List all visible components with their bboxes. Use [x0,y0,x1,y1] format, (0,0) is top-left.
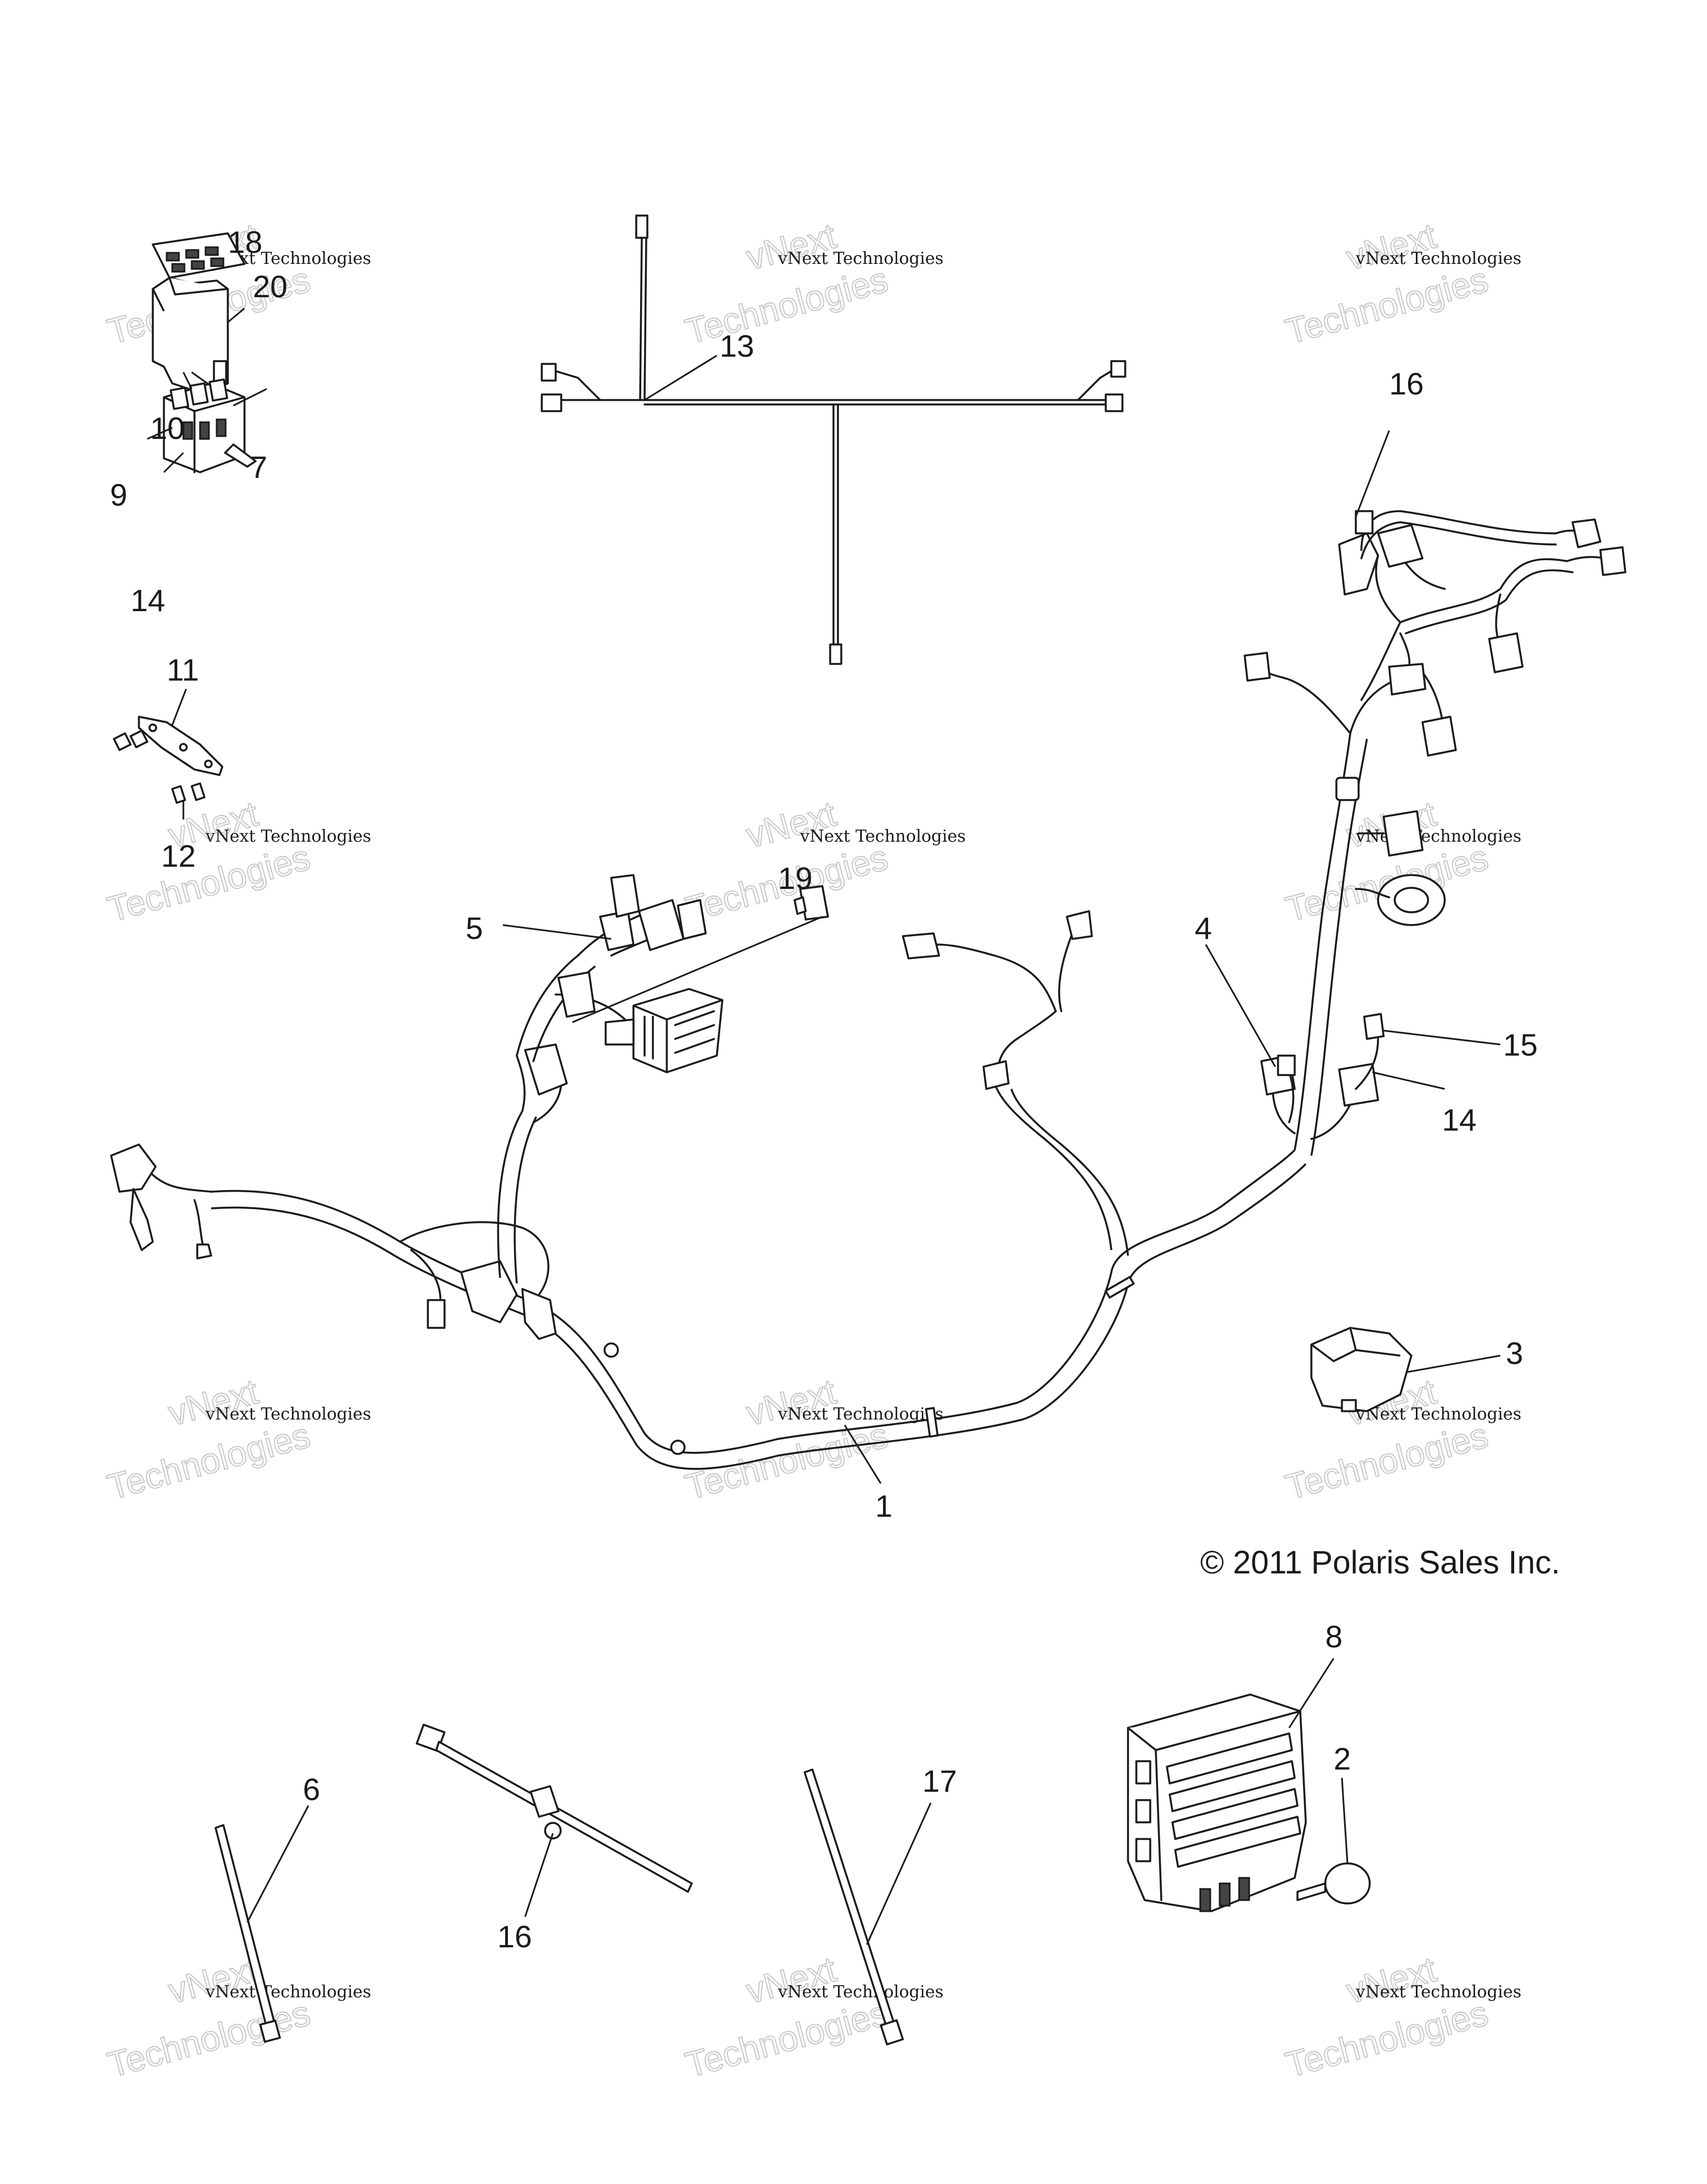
watermark: vNext Technologies [103,1371,315,1508]
callout-1: 1 [875,1488,892,1523]
watermark-brand-bottom: Technologies [681,1993,892,2085]
watermark-brand-bottom: Technologies [681,259,892,352]
watermark-text: vNext Technologies [205,1405,371,1424]
watermark: vNext Technologies [681,1948,892,2086]
callout-11: 11 [167,652,199,687]
callout-10: 10 [150,411,184,446]
callout-12: 12 [161,838,196,873]
watermark: vNext Technologies [1281,1948,1493,2086]
relay-fuse-block [147,371,267,473]
watermark: vNext Technologies [681,215,892,352]
watermark-brand-top: vNext [742,1371,840,1433]
main-harness [110,510,1626,1470]
fuse-clip [572,885,829,1023]
bracket-with-clips [113,688,223,819]
watermark: vNext Technologies [103,1948,315,2086]
callout-4: 4 [1195,911,1212,946]
callout-14: 14 [1442,1102,1476,1137]
watermark-text: vNext Technologies [205,1982,371,2002]
watermark: vNext Technologies [681,1371,892,1508]
watermark-brand-top: vNext [742,793,840,856]
watermark-brand-top: vNext [164,1371,262,1433]
watermark-brand-top: vNext [742,1949,840,2011]
watermark-brand-bottom: Technologies [1281,1993,1492,2085]
fuse-box-cover [152,232,246,393]
watermark-brand-top: vNext [1342,1949,1440,2011]
watermark-text: vNext Technologies [1355,1405,1521,1424]
voltage-regulator [1127,1658,1335,1912]
callout-16-top: 16 [1389,366,1424,401]
watermark-brand-top: vNext [742,216,840,278]
watermark-text: vNext Technologies [777,249,944,268]
callout-18: 18 [228,224,262,259]
callout-15: 15 [1503,1027,1538,1062]
watermark-brand-bottom: Technologies [103,1993,314,2085]
callouts: 18 20 10 7 9 14 11 12 13 16 19 5 4 15 14… [110,224,1538,1954]
callout-3: 3 [1506,1336,1523,1371]
callout-6: 6 [303,1772,320,1807]
watermark: vNext Technologies [1281,215,1493,352]
watermark-text: vNext Technologies [1355,827,1521,846]
watermark-text: vNext Technologies [777,1982,944,2002]
callout-14: 14 [131,583,165,618]
callout-19: 19 [778,861,812,896]
copyright-notice: © 2011 Polaris Sales Inc. [1200,1545,1560,1581]
jumper-harness [541,214,1126,665]
mounting-screw [1296,1777,1371,1905]
cable-tie [214,1805,310,2043]
watermark-text: vNext Technologies [205,827,371,846]
fuse-label-strip [152,232,246,279]
watermark-brand-bottom: Technologies [103,837,314,929]
callout-20: 20 [253,269,287,304]
watermark-brand-bottom: Technologies [1281,1415,1492,1507]
leader-lines [502,430,1501,1484]
watermark-brand-bottom: Technologies [1281,259,1492,352]
tie-mount-clip [416,1723,693,1917]
watermark-brand-bottom: Technologies [103,1415,314,1507]
watermark-text: vNext Technologies [1355,1982,1521,2002]
watermark-text: vNext Technologies [800,827,966,846]
watermark-text: vNext Technologies [1355,249,1521,268]
callout-5: 5 [466,911,483,946]
callout-7: 7 [250,449,267,484]
cable-tie-long [803,1768,932,2046]
callout-13: 13 [720,328,754,363]
terminal-cover [1310,1327,1501,1412]
watermark: vNext Technologies [103,793,315,930]
callout-9: 9 [110,477,127,512]
callout-16-bottom: 16 [497,1919,532,1954]
callout-17: 17 [922,1763,957,1798]
watermark-brand-top: vNext [164,1949,262,2011]
callout-2: 2 [1334,1741,1351,1776]
watermark-brand-top: vNext [1342,216,1440,278]
callout-8: 8 [1325,1619,1342,1654]
